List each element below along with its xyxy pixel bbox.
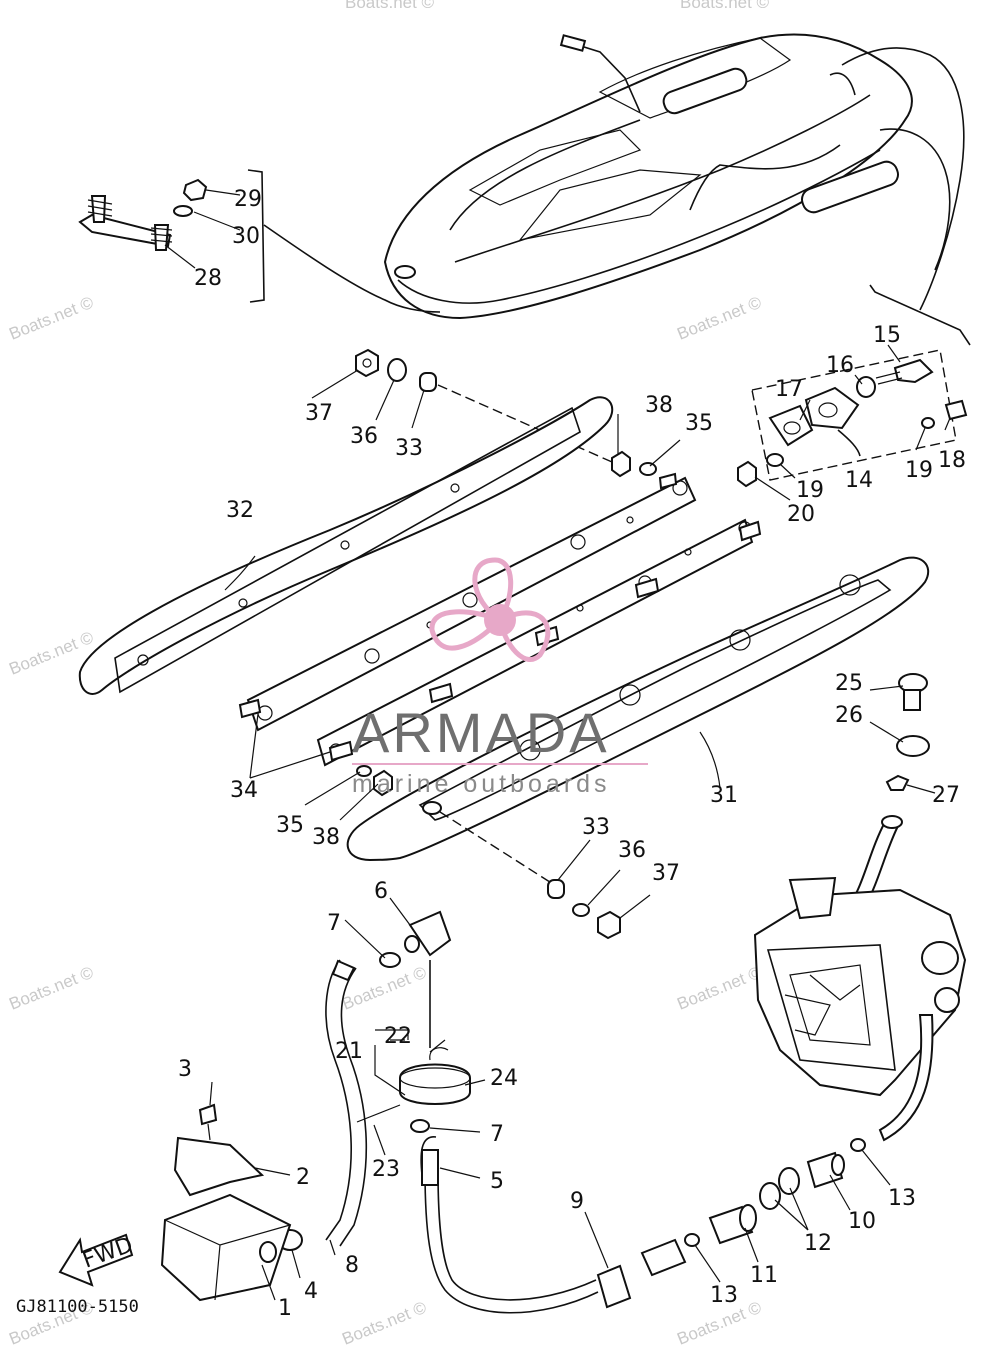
bracket-assembly xyxy=(78,178,208,251)
callout-2: 2 xyxy=(296,1165,310,1190)
fwd-label: FWD xyxy=(80,1233,137,1274)
callout-13a: 13 xyxy=(710,1283,738,1308)
watermark: Boats.net © xyxy=(339,1298,429,1349)
callout-36b: 36 xyxy=(618,838,646,863)
callout-11: 11 xyxy=(750,1263,778,1288)
fasteners-upper xyxy=(355,348,437,392)
leader-lines xyxy=(164,189,951,1301)
callout-20: 20 xyxy=(787,502,815,527)
part-32-cover xyxy=(78,396,614,695)
callout-1: 1 xyxy=(278,1296,292,1321)
callout-37b: 37 xyxy=(652,861,680,886)
callouts: 1 2 3 4 5 6 7 7 8 9 10 11 12 13 13 14 15… xyxy=(178,187,966,1321)
callout-33b: 33 xyxy=(582,815,610,840)
callout-21: 21 xyxy=(335,1039,363,1064)
brand-tagline: marine outboards xyxy=(352,770,611,798)
watermark: Boats.net © xyxy=(6,963,96,1014)
callout-32: 32 xyxy=(226,498,254,523)
forward-arrow-icon: FWD xyxy=(58,1233,137,1287)
watermark: Boats.net © xyxy=(680,0,770,12)
callout-9: 9 xyxy=(570,1189,584,1214)
drawing-code: GJ81100-5150 xyxy=(16,1297,139,1317)
callout-34: 34 xyxy=(230,778,258,803)
jet-pump-housing xyxy=(753,876,967,1142)
hose-and-box-group xyxy=(160,959,368,1302)
callout-36a: 36 xyxy=(350,424,378,449)
callout-22: 22 xyxy=(384,1024,412,1049)
callout-27: 27 xyxy=(932,783,960,808)
watermark: Boats.net © xyxy=(345,0,435,12)
callout-30: 30 xyxy=(232,224,260,249)
part-34-strips xyxy=(246,476,754,767)
part-31-sponson xyxy=(346,556,930,862)
callout-37a: 37 xyxy=(305,401,333,426)
callout-13b: 13 xyxy=(888,1186,916,1211)
alignment-line xyxy=(437,384,613,463)
callout-28: 28 xyxy=(194,266,222,291)
callout-24: 24 xyxy=(490,1066,518,1091)
callout-35a: 35 xyxy=(685,411,713,436)
callout-26: 26 xyxy=(835,703,863,728)
callout-12: 12 xyxy=(804,1231,832,1256)
part-25-27-group xyxy=(848,673,930,912)
callout-25: 25 xyxy=(835,671,863,696)
armada-logo: ARMADA marine outboards xyxy=(352,557,648,798)
callout-18: 18 xyxy=(938,448,966,473)
watermark: Boats.net © xyxy=(674,963,764,1014)
watercraft-hull-drawing xyxy=(383,33,965,320)
callout-7b: 7 xyxy=(490,1122,504,1147)
callout-17: 17 xyxy=(775,377,803,402)
callout-14: 14 xyxy=(845,468,873,493)
propeller-logo-icon xyxy=(429,557,551,662)
callout-38a: 38 xyxy=(645,393,673,418)
brand-name: ARMADA xyxy=(352,701,610,764)
group-bracket xyxy=(869,284,971,346)
callout-7a: 7 xyxy=(327,911,341,936)
callout-10: 10 xyxy=(848,1209,876,1234)
callout-15: 15 xyxy=(873,323,901,348)
callout-29: 29 xyxy=(234,187,262,212)
watermark: Boats.net © xyxy=(6,293,96,344)
callout-31: 31 xyxy=(710,783,738,808)
callout-19a: 19 xyxy=(905,458,933,483)
callout-38b: 38 xyxy=(312,825,340,850)
callout-33a: 33 xyxy=(395,436,423,461)
callout-19b: 19 xyxy=(796,478,824,503)
leader-line xyxy=(263,224,441,313)
outlet-hose-group xyxy=(424,1138,866,1314)
callout-4: 4 xyxy=(304,1279,318,1304)
callout-8: 8 xyxy=(345,1253,359,1278)
fasteners-lower xyxy=(547,879,621,940)
callout-6: 6 xyxy=(374,879,388,904)
callout-16: 16 xyxy=(826,353,854,378)
group-bracket xyxy=(247,169,265,303)
alignment-line xyxy=(439,811,554,885)
leader-line xyxy=(837,429,861,457)
callout-3: 3 xyxy=(178,1057,192,1082)
part-21-24-group xyxy=(356,910,471,1186)
callout-5: 5 xyxy=(490,1169,504,1194)
watermark: Boats.net © xyxy=(674,293,764,344)
part-14-group xyxy=(737,349,968,488)
fasteners-mid xyxy=(238,450,762,797)
callout-23: 23 xyxy=(372,1157,400,1182)
callout-35b: 35 xyxy=(276,813,304,838)
